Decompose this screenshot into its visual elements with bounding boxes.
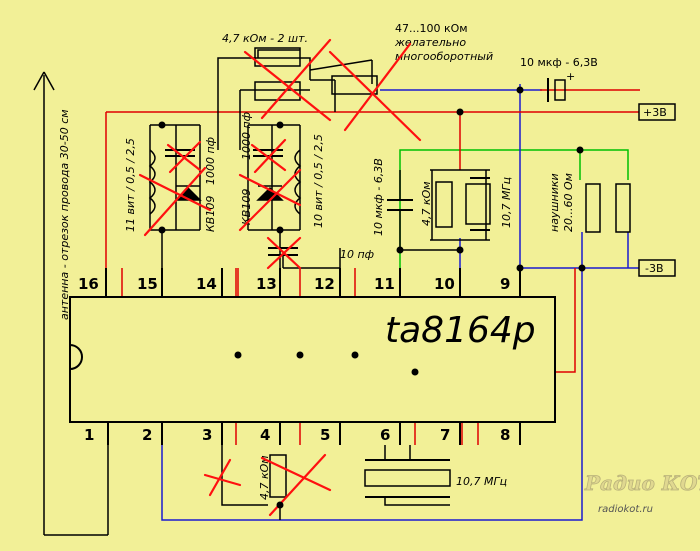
terminals: +3В -3В [638,103,676,277]
label-r4k7: 4,7 кОм [420,181,433,226]
pin-numbers-bottom: 1 2 3 4 5 6 7 8 [84,426,510,444]
label-xtal-bottom: 10,7 МГц [456,475,507,488]
label-phones2: 20...60 Ом [562,173,575,232]
pin-1: 1 [84,426,94,444]
pin-12: 12 [314,275,335,293]
pin-5: 5 [320,426,330,444]
label-cap1000b: 1000 пф [240,112,253,160]
pin-stubs [105,268,521,445]
terminal-plus3: +3В [643,106,667,119]
label-resistor-pair: 4,7 кОм - 2 шт. [222,32,308,45]
label-cap10u: 10 мкф - 6,3В [372,158,385,236]
ic-chip: ta8164p [69,296,556,423]
label-cap-10pf: 10 пф [340,248,374,261]
headphone-left [585,183,601,233]
watermark-url: radiokot.ru [598,504,653,515]
label-pot-note2: многооборотный [395,50,493,63]
label-coil2: 10 вит / 0,5 / 2,5 [312,134,325,228]
label-kv109b: КВ109 [240,189,253,225]
pin-13: 13 [256,275,277,293]
crystal-top [465,183,491,225]
chip-label: ta8164p [385,310,536,351]
label-xtal-top: 10,7 МГц [500,177,513,228]
resistors [254,47,631,498]
resistor-4k7 [435,181,453,228]
watermark: Радио КОТ radiokot.ru [584,471,700,515]
pin-3: 3 [202,426,212,444]
pin-11: 11 [374,275,395,293]
headphone-right [615,183,631,233]
pin-6: 6 [380,426,390,444]
label-coil1: 11 вит / 0,5 / 2,5 [124,138,137,232]
crystal-bottom [364,469,451,487]
pin-7: 7 [440,426,450,444]
pin-numbers-top: 16 15 14 13 12 11 10 9 [78,275,510,293]
pin-16: 16 [78,275,99,293]
pin-4: 4 [260,426,270,444]
label-cap-top: 10 мкф - 6,3В [520,56,598,69]
label-r4k7-bottom: 4,7 кОм [258,455,271,500]
label-phones1: наушники [548,173,561,232]
label-plus-sign: + [566,70,575,83]
resistor-r1 [254,47,301,67]
pin-14: 14 [196,275,217,293]
green-wires [399,149,629,270]
component-labels: 4,7 кОм - 2 шт. 47...100 кОм желательно … [58,22,598,500]
pin-2: 2 [142,426,152,444]
component-wiring [149,49,490,520]
junction-dots [158,86,586,509]
resistor-bottom [269,454,287,498]
pin-15: 15 [137,275,158,293]
cap-10u-top [554,79,566,101]
red-cross-marks [138,38,422,517]
antenna [33,71,109,536]
label-pot: 47...100 кОм [395,22,468,35]
pin-8: 8 [500,426,510,444]
label-pot-note1: желательно [394,36,466,49]
label-kv109a: КВ109 [204,196,217,232]
label-antenna: антенна - отрезок провода 30-50 см [58,109,71,320]
pin-9: 9 [500,275,510,293]
terminal-minus3: -3В [645,262,664,275]
watermark-logo: Радио КОТ [584,471,700,495]
pin-10: 10 [434,275,455,293]
label-cap1000a: 1000 пф [204,137,217,185]
